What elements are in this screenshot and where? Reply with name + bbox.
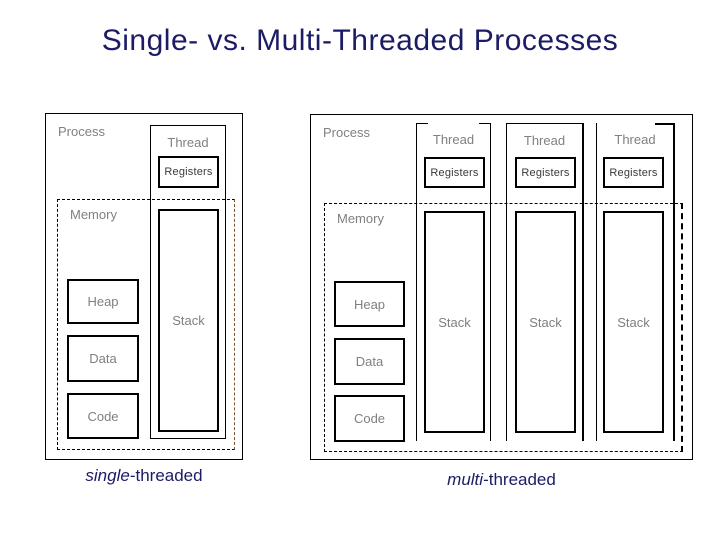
slide-title: Single- vs. Multi-Threaded Processes [101, 24, 619, 57]
single-process-box: Process Memory Heap Data Code Thread Reg… [45, 113, 243, 460]
registers-label: Registers [521, 166, 570, 179]
caption-rest: -threaded [483, 470, 556, 489]
stack-label: Stack [529, 314, 562, 330]
caption-emphasis: multi [447, 470, 484, 489]
code-box: Code [334, 395, 405, 442]
code-label: Code [353, 411, 386, 426]
data-box: Data [334, 338, 405, 385]
memory-label: Memory [70, 207, 117, 222]
thread-top-cap-right [479, 123, 490, 124]
heap-box: Heap [67, 279, 139, 324]
data-box: Data [67, 335, 139, 382]
thread-column-2: Thread Registers Stack [506, 123, 584, 441]
thread-box: Thread Registers Stack [150, 125, 226, 439]
thread-label: Thread [432, 132, 475, 147]
registers-label: Registers [430, 166, 479, 179]
heap-box: Heap [334, 281, 405, 327]
process-label: Process [58, 124, 105, 139]
stack-box: Stack [158, 209, 219, 432]
heap-label: Heap [87, 294, 119, 309]
caption-rest: -threaded [129, 466, 203, 485]
data-label: Data [89, 351, 117, 366]
stack-label: Stack [172, 313, 205, 328]
caption-emphasis: single [85, 466, 130, 485]
heap-label: Heap [353, 296, 386, 312]
multi-process-box: Process Memory Heap Data Code Thread Reg… [310, 114, 693, 460]
thread-column-1: Thread Registers Stack [416, 123, 491, 441]
code-box: Code [67, 393, 139, 439]
thread-label: Thread [167, 135, 209, 150]
registers-box: Registers [515, 157, 576, 188]
memory-label: Memory [337, 211, 384, 226]
registers-label: Registers [164, 166, 213, 178]
stack-box: Stack [603, 211, 664, 433]
code-label: Code [87, 408, 119, 424]
stack-box: Stack [424, 211, 485, 433]
stack-box: Stack [515, 211, 576, 433]
thread-column-3: Thread Registers Stack [596, 123, 675, 441]
memory-region: Memory Heap Data Code [57, 199, 235, 450]
registers-box: Registers [603, 157, 664, 188]
data-label: Data [355, 354, 384, 369]
stack-label: Stack [438, 314, 471, 330]
thread-label: Thread [614, 132, 656, 147]
process-label: Process [323, 125, 370, 140]
thread-top-cap-left [417, 123, 428, 124]
thread-top-cap-right [655, 123, 673, 125]
stack-label: Stack [617, 314, 650, 330]
registers-label: Registers [609, 166, 658, 179]
memory-region: Memory Heap Data Code [324, 203, 683, 452]
caption-single-threaded: single-threaded [45, 466, 243, 486]
thread-label: Thread [523, 133, 566, 148]
registers-box: Registers [158, 156, 219, 188]
caption-multi-threaded: multi-threaded [310, 470, 693, 490]
registers-box: Registers [424, 157, 485, 188]
